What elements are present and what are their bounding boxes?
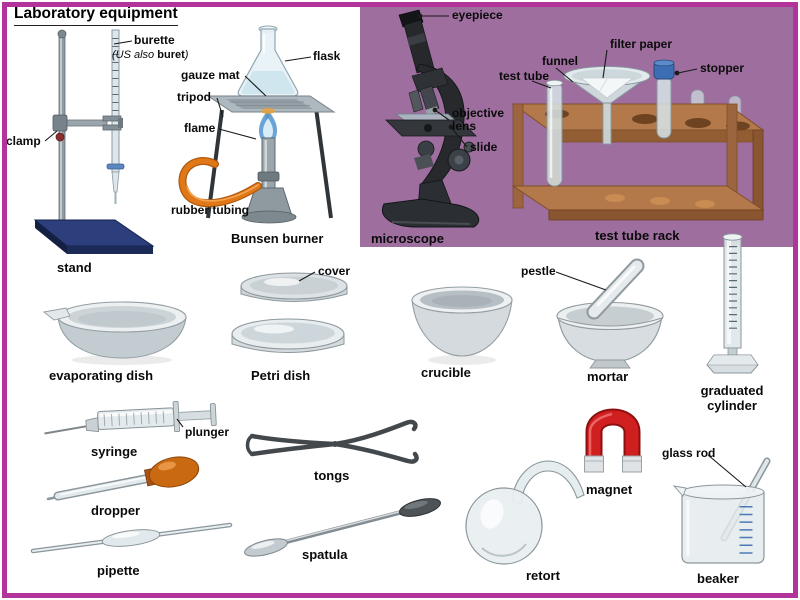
label-petri-dish: Petri dish: [251, 368, 311, 383]
label-slide: slide: [470, 140, 498, 154]
beaker-illustration: [666, 456, 786, 574]
retort-neck-shape: [511, 460, 585, 505]
evaporating-dish-illustration: [38, 296, 193, 374]
label-stand: stand: [57, 260, 92, 275]
label-tripod: tripod: [177, 90, 211, 104]
label-tongs: tongs: [314, 468, 350, 483]
label-test-tube: test tube: [499, 69, 550, 83]
mortar-pestle-drawing: [556, 258, 664, 369]
plunger-shape: [178, 403, 217, 427]
spatula-illustration: [236, 496, 441, 558]
beaker-drawing: [672, 457, 771, 564]
label-microscope: microscope: [371, 231, 444, 246]
label-gauze-mat: gauze mat: [181, 68, 240, 82]
magnet-illustration: [574, 398, 652, 478]
spatula-drawing: [244, 498, 441, 557]
microscope-drawing: [382, 9, 480, 228]
magnet-drawing: [584, 408, 642, 473]
tongs-illustration: [240, 408, 425, 474]
test-tube-rack-illustration: [495, 46, 790, 234]
needle-shape: [44, 425, 87, 435]
stand-base-shape: [33, 219, 155, 254]
label-flask: flask: [313, 49, 341, 63]
label-syringe: syringe: [91, 444, 138, 459]
microscope-illustration: [362, 8, 497, 238]
retort-illustration: [452, 446, 587, 570]
label-mortar: mortar: [587, 369, 629, 384]
label-burette: burette: [134, 33, 175, 47]
pestle-shape: [586, 258, 645, 320]
pipette-drawing: [30, 522, 233, 554]
burette-alt-prefix: (US also: [112, 49, 158, 61]
cover-shape: [240, 272, 348, 302]
mortar-foot-shape: [589, 359, 631, 369]
label-eyepiece: eyepiece: [452, 8, 503, 22]
dish-shape: [231, 318, 345, 353]
graduated-cylinder-drawing: [706, 233, 759, 374]
burette-alt-word: buret: [157, 49, 185, 61]
petri-dish-drawing: [231, 272, 348, 353]
evaporating-dish-drawing: [42, 301, 187, 365]
stopper-shape: [653, 59, 675, 139]
label-bunsen-burner: Bunsen burner: [231, 231, 324, 246]
retort-bulb-shape: [465, 487, 543, 565]
label-crucible: crucible: [421, 365, 471, 380]
dropper-drawing: [46, 456, 200, 501]
burette-alt-suffix: ): [184, 49, 189, 61]
dropper-bulb-shape: [148, 456, 200, 488]
crucible-drawing: [411, 286, 513, 365]
retort-drawing: [465, 460, 585, 565]
test-tube-rack-drawing: [511, 59, 765, 221]
beaker-shape: [672, 484, 765, 564]
label-glass-rod: glass rod: [662, 446, 716, 460]
page-title: Laboratory equipment: [14, 5, 178, 26]
label-flame: flame: [184, 121, 216, 135]
label-dropper: dropper: [91, 503, 141, 518]
crucible-illustration: [402, 278, 522, 370]
funnel-shape: [563, 66, 651, 145]
gauze-mat-shape: [206, 95, 336, 113]
syringe-illustration: [39, 393, 221, 448]
label-retort: retort: [526, 568, 560, 583]
label-pipette: pipette: [97, 563, 140, 578]
label-plunger: plunger: [185, 425, 229, 439]
label-magnet: magnet: [586, 482, 633, 497]
label-spatula: spatula: [302, 547, 348, 562]
label-filter-paper: filter paper: [610, 37, 673, 51]
label-clamp: clamp: [6, 134, 41, 148]
syringe-drawing: [44, 401, 217, 435]
label-evaporating-dish: evaporating dish: [49, 368, 154, 383]
label-stopper: stopper: [700, 61, 745, 75]
eyepiece-shape: [398, 9, 435, 74]
mortar-pestle-illustration: [540, 250, 680, 372]
label-pestle: pestle: [521, 264, 556, 278]
label-burette-alt: (US also buret): [112, 49, 188, 61]
dropper-illustration: [46, 452, 206, 508]
flask-shape: [237, 25, 299, 97]
test-tube-shape: [546, 79, 563, 187]
label-objective-lens: objective lens: [452, 106, 505, 134]
label-cover: cover: [318, 264, 351, 278]
label-test-tube-rack: test tube rack: [595, 228, 680, 243]
flame-shape: [258, 108, 278, 142]
rubber-tubing-shape: [178, 156, 262, 208]
burette-shape: [106, 29, 125, 204]
pipette-illustration: [28, 512, 238, 558]
label-graduated-cylinder: graduated cylinder: [700, 383, 764, 413]
label-beaker: beaker: [697, 571, 739, 586]
burner-body-shape: [241, 137, 297, 224]
objective-lens-shape: [408, 67, 449, 116]
microscope-base-shape: [382, 179, 480, 228]
petri-dish-illustration: [222, 262, 357, 367]
graduated-cylinder-illustration: [700, 230, 770, 380]
label-funnel: funnel: [542, 54, 578, 68]
tongs-drawing: [245, 419, 419, 464]
label-rubber-tubing: rubber tubing: [171, 203, 249, 217]
